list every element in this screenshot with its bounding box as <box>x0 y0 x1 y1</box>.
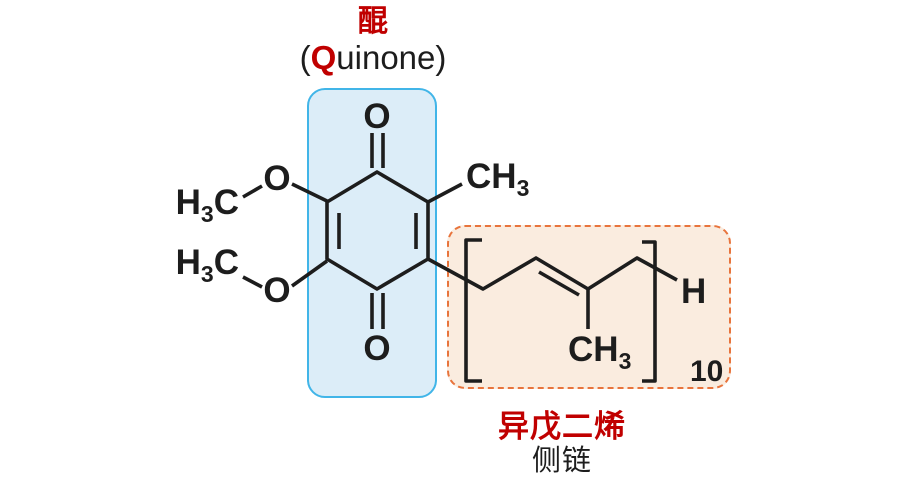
right-bracket <box>642 240 657 383</box>
methoxy-top-sub3: 3 <box>201 201 214 227</box>
title-block: 醌 (Quinone) <box>300 4 447 76</box>
ring-methyl-sub3: 3 <box>517 175 530 201</box>
methoxy-top-c-o-bond <box>242 184 263 199</box>
methoxy-top-h3c: H3C <box>176 183 239 227</box>
methoxy-bottom-o-ring-bond <box>290 259 329 288</box>
methoxy-bottom-oxygen: O <box>263 271 290 310</box>
left-bracket <box>464 238 482 383</box>
label-isoprene-cn: 异戊二烯 <box>498 409 626 444</box>
ring-methyl-c: C <box>466 157 491 196</box>
methoxy-top-c: C <box>214 183 239 222</box>
carbonyl-top-oxygen: O <box>363 97 390 136</box>
carbonyl-bottom-oxygen: O <box>363 329 390 368</box>
title-q-letter: Q <box>310 39 337 76</box>
methoxy-bottom-h: H <box>176 243 201 282</box>
methoxy-top-o-ring-bond <box>291 182 328 203</box>
footer-block: 异戊二烯 侧链 <box>498 409 626 478</box>
repeat-count-subscript: 10 <box>690 355 723 388</box>
chain-methyl-c: C <box>568 330 593 369</box>
chain-methyl-ch3: CH3 <box>568 330 631 374</box>
title-paren-open: ( <box>299 39 311 76</box>
methoxy-top-oxygen: O <box>263 159 290 198</box>
isoprene-chain-bond <box>427 256 678 291</box>
chain-methyl-h: H <box>593 330 618 369</box>
chain-double-bond <box>538 270 580 297</box>
methoxy-bottom-c-o-bond <box>242 275 263 289</box>
ring-methyl-bond <box>427 182 463 204</box>
methoxy-top-h: H <box>176 183 201 222</box>
methoxy-bottom-c: C <box>214 243 239 282</box>
chain-methyl-sub3: 3 <box>619 348 632 374</box>
quinone-ring-bond <box>325 170 430 291</box>
chain-end-hydrogen: H <box>681 272 706 311</box>
methoxy-bottom-sub3: 3 <box>201 261 214 287</box>
title-quinone-cn: 醌 <box>357 5 388 38</box>
title-rest: uinone) <box>336 39 447 76</box>
title-quinone-en: (Quinone) <box>300 40 447 76</box>
methoxy-bottom-h3c: H3C <box>176 243 239 287</box>
label-side-chain-cn: 侧链 <box>531 445 592 477</box>
ring-methyl-ch3: CH3 <box>466 157 529 201</box>
ring-methyl-h: H <box>491 157 516 196</box>
